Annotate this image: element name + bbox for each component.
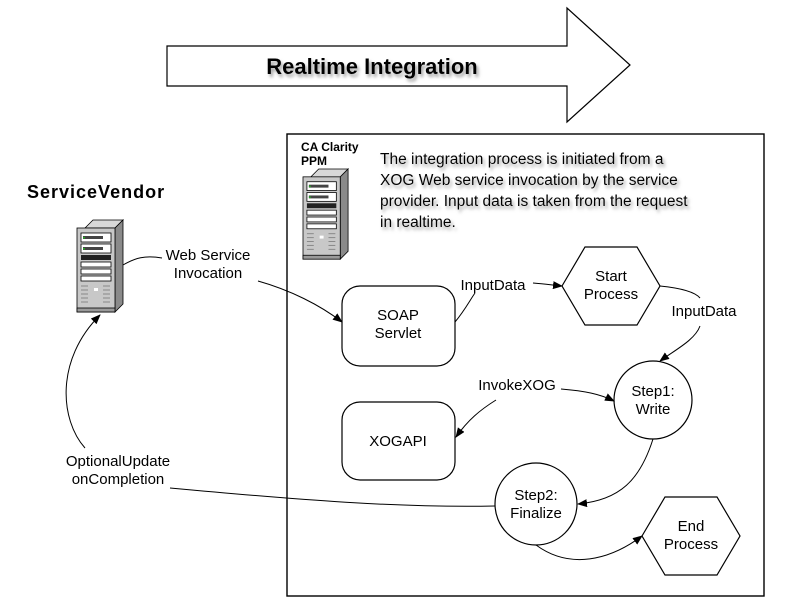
edge-web-service-invocation: Web Service Invocation [122, 247, 343, 323]
edge-label: Invocation [174, 265, 242, 282]
node-label: Write [636, 401, 671, 418]
node-label: Step1: [631, 383, 674, 400]
node-label: Process [584, 286, 638, 303]
node-step1-write: Step1: Write [613, 360, 693, 440]
edge-optional-update: OptionalUpdate onCompletion [65, 314, 496, 507]
clarity-title-line2: PPM [301, 154, 327, 168]
node-soap-servlet: SOAP Servlet [341, 285, 456, 367]
node-label: Servlet [375, 325, 423, 342]
node-label: Finalize [510, 505, 562, 522]
edge-label: OptionalUpdate [66, 453, 170, 470]
edge-label: InputData [671, 303, 737, 320]
node-step2-finalize: Step2: Finalize [494, 462, 578, 546]
clarity-title-line1: CA Clarity [301, 140, 359, 154]
realtime-integration-banner: Realtime Integration [166, 6, 631, 124]
node-end-process: End Process [641, 496, 741, 576]
edge-invoke-xog: InvokeXOG [455, 377, 615, 438]
clarity-server-icon [302, 168, 349, 260]
node-label: Process [664, 536, 718, 553]
service-vendor-title: ServiceVendor [27, 182, 165, 202]
banner-title: Realtime Integration [266, 54, 477, 79]
description-line: XOG Web service invocation by the servic… [380, 172, 678, 189]
edge-label: Web Service [166, 247, 251, 264]
edge-step1-to-step2 [577, 438, 654, 508]
description-line: provider. Input data is taken from the r… [380, 193, 688, 210]
edge-input-data-1: InputData [454, 277, 563, 323]
vendor-server-icon [76, 219, 124, 313]
edge-step2-to-end [535, 535, 643, 561]
clarity-description: The integration process is initiated fro… [380, 151, 688, 231]
edge-label: InvokeXOG [478, 377, 556, 394]
description-line: The integration process is initiated fro… [380, 151, 664, 168]
edge-label: onCompletion [72, 471, 165, 488]
node-xog-api: XOGAPI [341, 401, 456, 481]
node-label: Step2: [514, 487, 557, 504]
node-label: SOAP [377, 307, 419, 324]
node-label: XOGAPI [369, 433, 427, 450]
edge-label: InputData [460, 277, 526, 294]
banner-arrow-shape [166, 6, 631, 124]
edge-input-data-2: InputData [659, 285, 737, 362]
node-label: Start [595, 268, 628, 285]
clarity-ppm-container [286, 133, 765, 597]
node-label: End [678, 518, 705, 535]
description-line: in realtime. [380, 214, 456, 231]
node-start-process: Start Process [561, 246, 661, 326]
